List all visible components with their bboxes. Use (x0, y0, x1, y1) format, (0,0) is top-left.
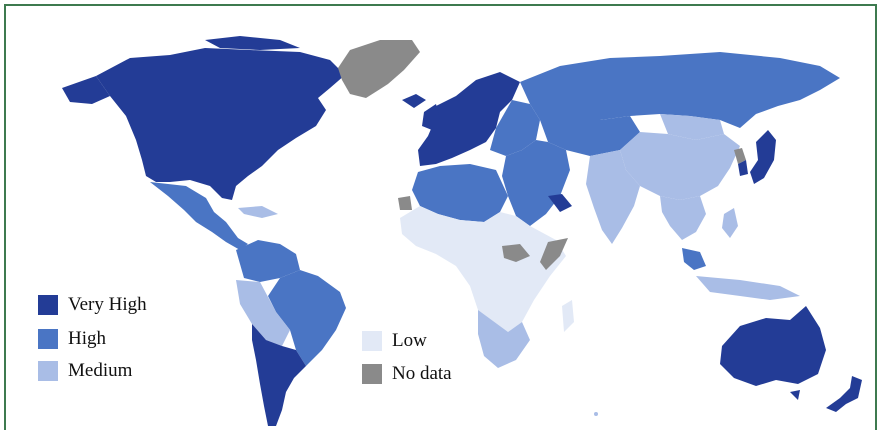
region-new-zealand (826, 376, 862, 412)
legend-swatch-low (362, 331, 382, 351)
region-uk (422, 104, 440, 130)
region-gulf (548, 194, 572, 212)
region-sub-saharan-africa (400, 206, 566, 332)
region-iceland (402, 94, 426, 108)
legend-label-low: Low (392, 330, 427, 351)
region-eastern-europe (490, 100, 540, 156)
region-japan (750, 130, 776, 184)
region-peru-bolivia (236, 280, 290, 346)
region-southern-africa (478, 310, 530, 368)
region-arctic-islands (205, 36, 300, 50)
region-north-korea (734, 148, 746, 164)
legend-swatch-very-high (38, 295, 58, 315)
legend-swatch-no-data (362, 364, 382, 384)
region-tasmania (790, 390, 800, 400)
region-western-europe (418, 72, 520, 166)
region-north-america (96, 48, 345, 200)
region-china (620, 132, 740, 200)
region-caribbean (238, 206, 278, 218)
region-western-sahara (398, 196, 412, 210)
region-south-korea (738, 160, 748, 176)
region-somalia (540, 238, 568, 270)
region-mexico (150, 182, 248, 250)
legend-item-high: High (38, 328, 106, 350)
region-philippines (722, 208, 738, 238)
region-north-africa (412, 164, 508, 222)
legend-label-very-high: Very High (68, 294, 147, 315)
region-alaska (62, 76, 110, 104)
region-mongolia (660, 114, 724, 140)
legend-label-high: High (68, 328, 106, 349)
region-brazil (268, 270, 346, 366)
region-malaysia (682, 248, 706, 270)
region-central-asia (540, 116, 640, 156)
legend-item-no-data: No data (362, 363, 452, 385)
legend-item-very-high: Very High (38, 294, 147, 316)
legend-label-medium: Medium (68, 360, 133, 381)
region-colombia-venezuela (236, 240, 300, 282)
legend-swatch-high (38, 329, 58, 349)
map-frame (4, 4, 877, 430)
legend-item-medium: Medium (38, 360, 132, 382)
region-middle-east (502, 140, 570, 226)
region-russia (520, 52, 840, 128)
legend-swatch-medium (38, 361, 58, 381)
region-chile-argentina (252, 324, 306, 426)
legend-item-low: Low (362, 330, 427, 352)
region-speck (594, 412, 598, 416)
region-sudan (502, 244, 530, 262)
region-australia (720, 306, 826, 386)
region-madagascar (562, 300, 574, 332)
region-india (586, 150, 640, 244)
region-indonesia (696, 276, 800, 300)
region-greenland (338, 40, 420, 98)
region-southeast-asia (660, 196, 706, 240)
legend-label-no-data: No data (392, 363, 452, 384)
